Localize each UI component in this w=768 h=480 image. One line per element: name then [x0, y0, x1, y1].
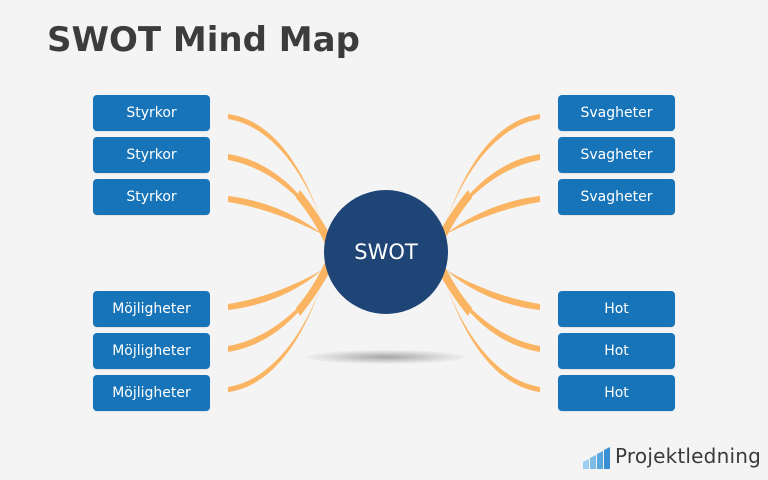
branch-opportunity-2 [228, 278, 322, 352]
threat-label: Hot [604, 343, 629, 359]
branch-threat-merge [436, 260, 472, 316]
weakness-label: Svagheter [580, 105, 653, 121]
branch-weakness-2 [446, 154, 540, 228]
strength-label: Styrkor [126, 105, 177, 121]
strength-label: Styrkor [126, 147, 177, 163]
threat-label: Hot [604, 301, 629, 317]
threat-box-2: Hot [558, 333, 675, 369]
center-shadow [306, 350, 466, 364]
threat-box-3: Hot [558, 375, 675, 411]
branch-threat-1 [446, 270, 540, 310]
branch-weakness-3 [446, 196, 540, 234]
opportunity-box-2: Möjligheter [93, 333, 210, 369]
center-label: SWOT [354, 240, 418, 264]
branch-strength-3 [228, 196, 322, 234]
branch-strength-merge [296, 190, 332, 246]
strength-box-2: Styrkor [93, 137, 210, 173]
opportunity-label: Möjligheter [112, 385, 191, 401]
brand-name: Projektledning [615, 444, 761, 468]
branch-threat-2 [446, 278, 540, 352]
weakness-box-3: Svagheter [558, 179, 675, 215]
strength-label: Styrkor [126, 189, 177, 205]
weakness-box-1: Svagheter [558, 95, 675, 131]
threat-label: Hot [604, 385, 629, 401]
branch-opportunity-1 [228, 270, 322, 310]
weakness-label: Svagheter [580, 189, 653, 205]
weakness-label: Svagheter [580, 147, 653, 163]
opportunity-label: Möjligheter [112, 343, 191, 359]
bar-chart-icon [583, 447, 610, 469]
center-node: SWOT [324, 190, 448, 314]
opportunity-box-1: Möjligheter [93, 291, 210, 327]
branch-strength-2 [228, 154, 322, 228]
threat-box-1: Hot [558, 291, 675, 327]
opportunity-label: Möjligheter [112, 301, 191, 317]
branch-opportunity-merge [296, 260, 332, 316]
strength-box-3: Styrkor [93, 179, 210, 215]
brand-logo: Projektledning [582, 441, 761, 471]
opportunity-box-3: Möjligheter [93, 375, 210, 411]
strength-box-1: Styrkor [93, 95, 210, 131]
page-title: SWOT Mind Map [47, 20, 360, 60]
weakness-box-2: Svagheter [558, 137, 675, 173]
